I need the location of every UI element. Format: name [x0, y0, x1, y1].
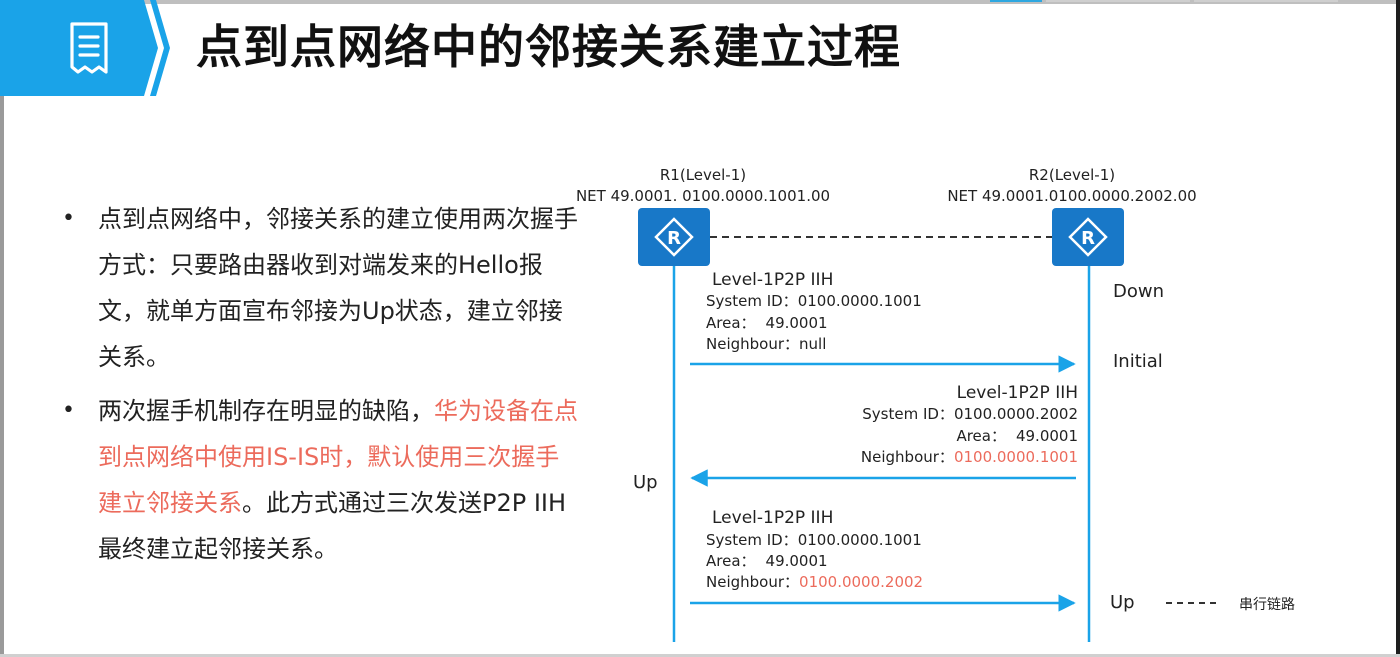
message-title: Level-1P2P IIH: [712, 508, 833, 528]
top-accent-bar: [1046, 0, 1190, 2]
r2-state-down: Down: [1113, 281, 1164, 302]
message-title: Level-1P2P IIH: [957, 383, 1078, 403]
router-icon: R: [1052, 208, 1124, 266]
message-neighbour: Neighbour：0100.0000.1001: [861, 448, 1078, 466]
svg-text:R: R: [1081, 228, 1095, 249]
banner-background: [0, 0, 158, 96]
r2-state-initial: Initial: [1113, 351, 1163, 372]
banner-chevron: [150, 0, 170, 96]
window-left-edge: [0, 0, 4, 657]
message-title: Level-1P2P IIH: [712, 270, 833, 290]
svg-text:R: R: [667, 228, 681, 249]
router-icon: R: [638, 208, 710, 266]
message-system-id: System ID：0100.0000.1001: [706, 531, 922, 549]
bullet-text: 两次握手机制存在明显的缺陷，: [98, 397, 434, 425]
message-system-id: System ID：0100.0000.1001: [706, 292, 922, 310]
bullet-marker: •: [62, 206, 75, 231]
bullet-highlight-text: 华为设备在点到点网络中使用IS-IS时，默认使用三次握手建立邻接关系: [98, 397, 578, 517]
r2-net: NET 49.0001.0100.0000.2002.00: [947, 187, 1196, 205]
r1-name: R1(Level-1): [660, 166, 746, 184]
message-neighbour: Neighbour：0100.0000.2002: [706, 573, 923, 591]
window-right-edge: [1396, 0, 1400, 657]
page-title: 点到点网络中的邻接关系建立过程: [196, 20, 901, 74]
bullet-list: • 点到点网络中，邻接关系的建立使用两次握手方式：只要路由器收到对端发来的Hel…: [60, 196, 580, 580]
title-banner: [0, 0, 170, 96]
window-top-edge: [0, 0, 1400, 4]
r1-state-up: Up: [633, 472, 658, 493]
legend-label: 串行链路: [1239, 597, 1295, 613]
bullet-text: 。此方式通过三次发送P2P IIH最终建立起邻接关系。: [98, 489, 567, 563]
r1-net: NET 49.0001. 0100.0000.1001.00: [576, 187, 830, 205]
message-system-id: System ID：0100.0000.2002: [862, 405, 1078, 423]
bullet-marker: •: [62, 398, 75, 423]
bullet-item: • 点到点网络中，邻接关系的建立使用两次握手方式：只要路由器收到对端发来的Hel…: [60, 196, 580, 380]
iih-message-2: Level-1P2P IIH System ID：0100.0000.2002 …: [690, 383, 1078, 487]
bullet-text: 点到点网络中，邻接关系的建立使用两次握手方式：只要路由器收到对端发来的Hello…: [98, 205, 578, 371]
window-bottom-edge: [0, 654, 1400, 657]
r2-state-up: Up: [1110, 592, 1135, 613]
top-accent-bar: [1194, 0, 1338, 2]
legend: 串行链路: [1166, 597, 1295, 613]
iih-message-1: Level-1P2P IIH System ID：0100.0000.1001 …: [690, 270, 1076, 373]
message-neighbour: Neighbour：null: [706, 335, 826, 353]
message-area: Area：49.0001: [956, 427, 1078, 445]
document-icon: [70, 22, 108, 74]
bullet-item: • 两次握手机制存在明显的缺陷，华为设备在点到点网络中使用IS-IS时，默认使用…: [60, 388, 580, 572]
r2-name: R2(Level-1): [1029, 166, 1115, 184]
top-accent-bar: [990, 0, 1042, 2]
message-area: Area：49.0001: [706, 552, 828, 570]
iih-message-3: Level-1P2P IIH System ID：0100.0000.1001 …: [690, 508, 1076, 612]
message-area: Area：49.0001: [706, 314, 828, 332]
